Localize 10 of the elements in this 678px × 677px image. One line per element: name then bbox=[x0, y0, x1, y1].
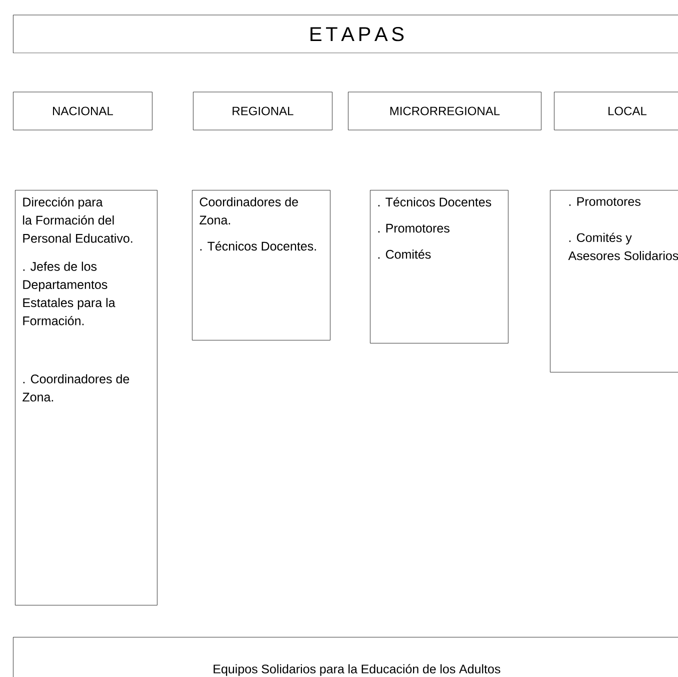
stage-content-box: Coordinadores de Zona. . Técnicos Docentes. bbox=[192, 190, 330, 340]
heading-box: E T A P A S bbox=[13, 14, 678, 54]
stage-content-box: Dirección para la Formación del Personal Educativo. . Jefes de los Departamentos Estatales para la Formación. . Coordinadores de Zona. bbox=[15, 190, 158, 606]
stage-content-box: . Promotores . Comités y Asesores Solidarios bbox=[550, 190, 678, 372]
stage-box: LOCAL bbox=[554, 92, 678, 130]
stage-box: MICRORREGIONAL bbox=[348, 92, 542, 130]
stage-content-box: . Técnicos Docentes . Promotores . Comités bbox=[370, 190, 508, 344]
stage-box: REGIONAL bbox=[193, 92, 332, 130]
stage-box: NACIONAL bbox=[13, 92, 152, 130]
footer-box: Equipos Solidarios para la Educación de los Adultos bbox=[13, 637, 678, 677]
